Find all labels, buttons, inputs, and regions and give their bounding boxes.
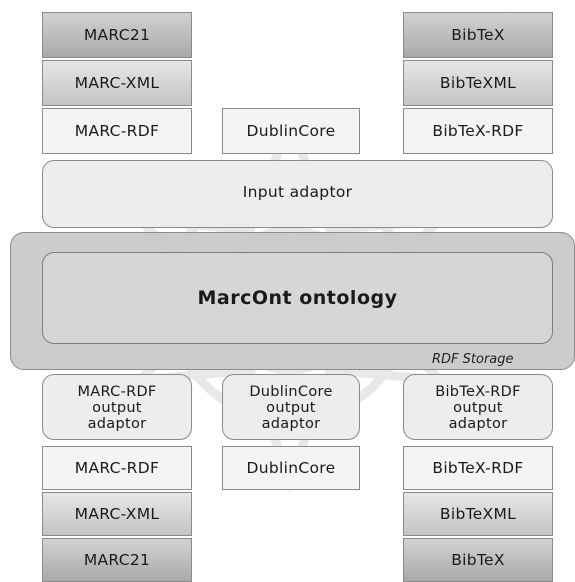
input-adaptor-box: Input adaptor [42,160,553,228]
output-bibtexml-box: BibTeXML [403,492,553,536]
marc-rdf-output-adaptor: MARC-RDF output adaptor [42,374,192,440]
input-bibtex-box: BibTeX [403,12,553,58]
output-dublincore-box: DublinCore [222,446,360,490]
output-marc21-box: MARC21 [42,538,192,582]
output-bibtex-box: BibTeX [403,538,553,582]
input-dublincore-box: DublinCore [222,108,360,154]
input-marc-rdf-box: MARC-RDF [42,108,192,154]
input-marc-xml-box: MARC-XML [42,60,192,106]
dublincore-output-adaptor: DublinCore output adaptor [222,374,360,440]
rdf-storage-caption: RDF Storage [432,352,514,367]
input-bibtex-rdf-box: BibTeX-RDF [403,108,553,154]
bibtex-rdf-output-adaptor: BibTeX-RDF output adaptor [403,374,553,440]
output-marc-xml-box: MARC-XML [42,492,192,536]
input-bibtexml-box: BibTeXML [403,60,553,106]
input-marc21-box: MARC21 [42,12,192,58]
marcont-ontology-box: MarcOnt ontology [42,252,553,344]
output-bibtex-rdf-box: BibTeX-RDF [403,446,553,490]
output-marc-rdf-box: MARC-RDF [42,446,192,490]
